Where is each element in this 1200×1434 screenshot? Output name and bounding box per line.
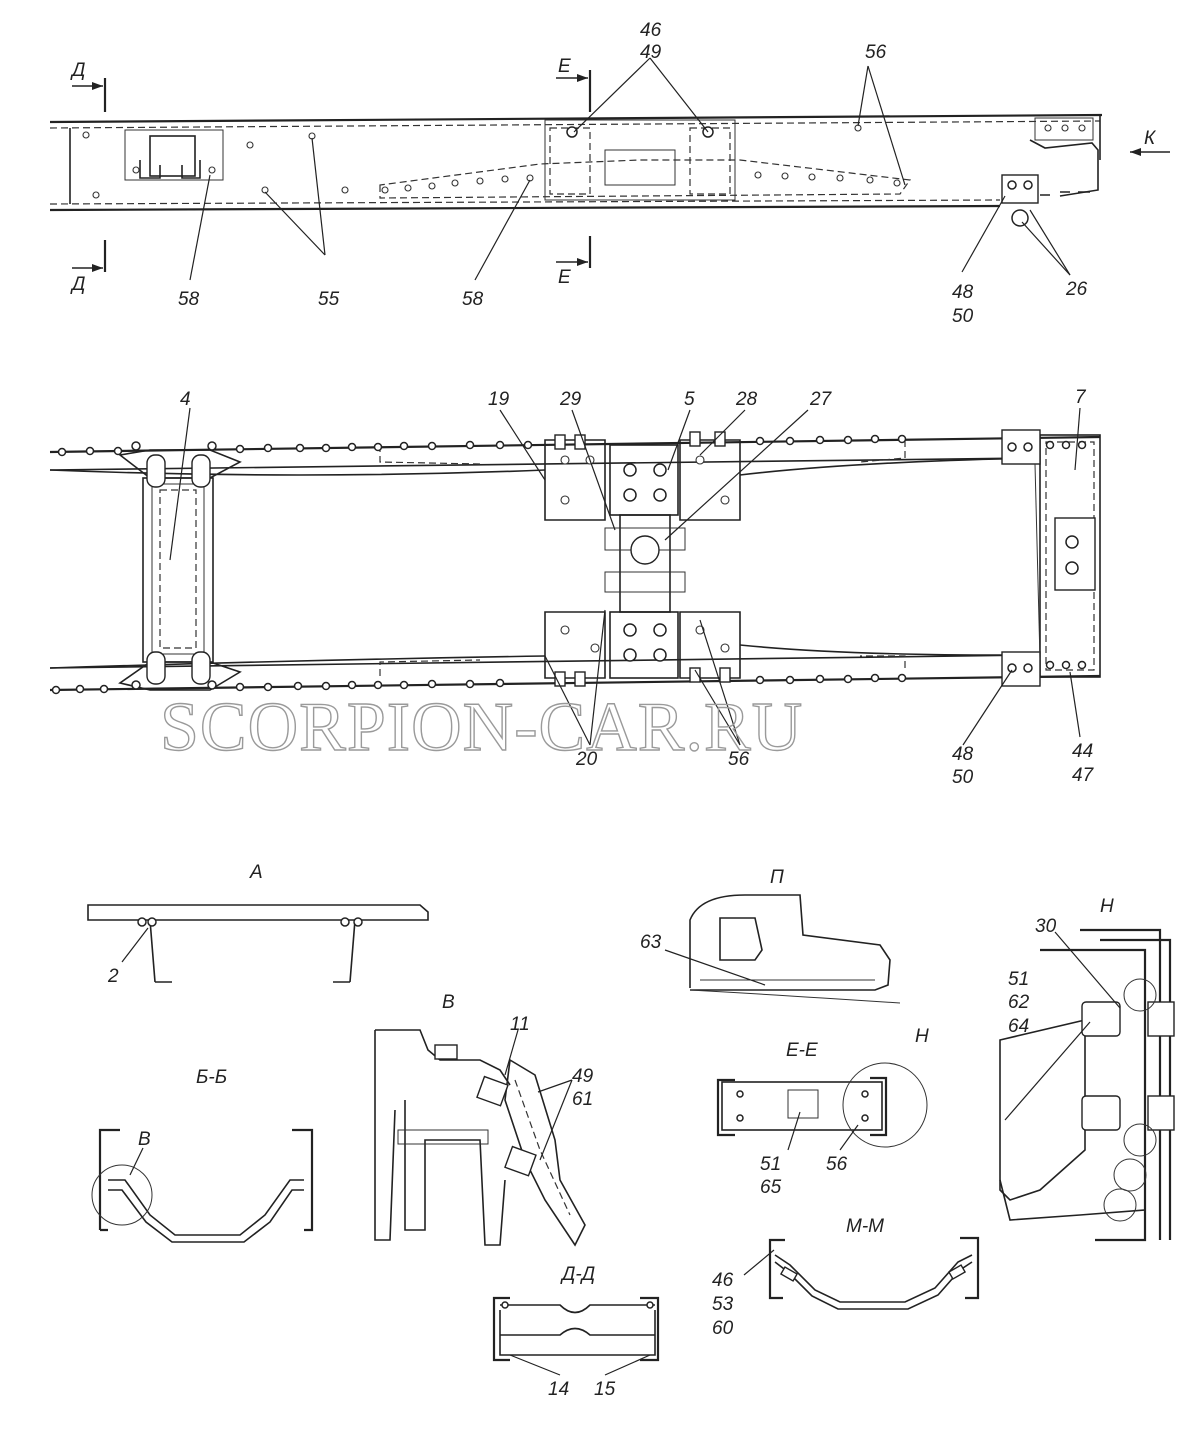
label-56-top: 56 — [865, 42, 887, 63]
detail-mm-title: М-М — [846, 1216, 884, 1237]
label-26: 26 — [1065, 279, 1088, 300]
detail-a: А 2 — [87, 862, 429, 987]
detail-a-title: А — [249, 862, 263, 883]
cut-mark-e-bottom: Е — [558, 267, 571, 288]
detail-dd-label-14: 14 — [548, 1379, 569, 1400]
detail-ee: Е-Е Н 51 65 56 — [716, 1026, 929, 1198]
side-view: Д Д Е Е — [49, 20, 1170, 327]
detail-v: В 11 49 61 — [374, 992, 594, 1247]
crossmember-4 — [118, 441, 242, 691]
label-46-top: 46 — [640, 20, 662, 41]
detail-p-label-63: 63 — [640, 932, 662, 953]
detail-n-title: Н — [1100, 896, 1114, 917]
label-7: 7 — [1075, 387, 1087, 408]
plan-view: 4 19 29 5 28 27 7 20 56 48 50 44 47 — [49, 387, 1101, 788]
detail-n: Н 30 51 62 64 — [999, 896, 1175, 1242]
view-arrow-k: К — [1144, 128, 1157, 149]
label-50-plan: 50 — [952, 767, 974, 788]
detail-ee-label-n: Н — [915, 1026, 929, 1047]
detail-v-label-61: 61 — [572, 1089, 593, 1110]
label-50-top: 50 — [952, 306, 974, 327]
label-20: 20 — [575, 749, 598, 770]
detail-ee-label-51: 51 — [760, 1154, 781, 1175]
detail-n-label-64: 64 — [1008, 1016, 1029, 1037]
detail-bb-title: Б-Б — [196, 1067, 227, 1088]
detail-v-label-11: 11 — [510, 1014, 530, 1035]
center-crossmember — [544, 431, 741, 687]
detail-dd-label-15: 15 — [594, 1379, 616, 1400]
label-48-top: 48 — [952, 282, 974, 303]
detail-ee-title: Е-Е — [786, 1040, 818, 1061]
detail-bb: Б-Б В — [91, 1067, 314, 1243]
cut-mark-e-top: Е — [558, 56, 571, 77]
label-55: 55 — [318, 289, 340, 310]
label-56-plan: 56 — [728, 749, 750, 770]
detail-bb-label-v: В — [138, 1129, 151, 1150]
detail-p-title: П — [770, 867, 784, 888]
detail-n-label-62: 62 — [1008, 992, 1030, 1013]
label-48-plan: 48 — [952, 744, 974, 765]
label-47: 47 — [1072, 765, 1095, 786]
detail-ee-label-56: 56 — [826, 1154, 848, 1175]
cut-mark-d-bottom: Д — [70, 274, 85, 295]
detail-ee-label-65: 65 — [760, 1177, 782, 1198]
cut-mark-d-top: Д — [70, 60, 85, 81]
label-4: 4 — [180, 389, 191, 410]
label-29: 29 — [559, 389, 582, 410]
detail-mm: М-М 46 53 60 — [712, 1216, 980, 1339]
label-28: 28 — [735, 389, 758, 410]
detail-dd: Д-Д 14 15 — [492, 1264, 660, 1400]
side-view-holes — [82, 124, 901, 199]
label-58-mid: 58 — [462, 289, 484, 310]
watermark: SCORPION-CAR.RU — [160, 689, 803, 766]
detail-mm-label-46: 46 — [712, 1270, 734, 1291]
rivet-row-upper — [57, 434, 907, 457]
label-27: 27 — [809, 389, 833, 410]
detail-v-label-49: 49 — [572, 1066, 594, 1087]
detail-n-label-51: 51 — [1008, 969, 1029, 990]
detail-mm-label-53: 53 — [712, 1294, 734, 1315]
detail-mm-label-60: 60 — [712, 1318, 734, 1339]
detail-a-label-2: 2 — [107, 966, 119, 987]
detail-dd-title: Д-Д — [560, 1264, 595, 1285]
detail-p: П 63 — [640, 867, 901, 1004]
rear-crossmember-7 — [1001, 429, 1101, 687]
label-19: 19 — [488, 389, 510, 410]
detail-n-label-30: 30 — [1035, 916, 1057, 937]
label-58-left: 58 — [178, 289, 200, 310]
label-5: 5 — [684, 389, 695, 410]
rivet-row-lower — [51, 673, 907, 695]
label-44: 44 — [1072, 741, 1093, 762]
detail-v-title: В — [442, 992, 455, 1013]
label-49-top: 49 — [640, 42, 662, 63]
